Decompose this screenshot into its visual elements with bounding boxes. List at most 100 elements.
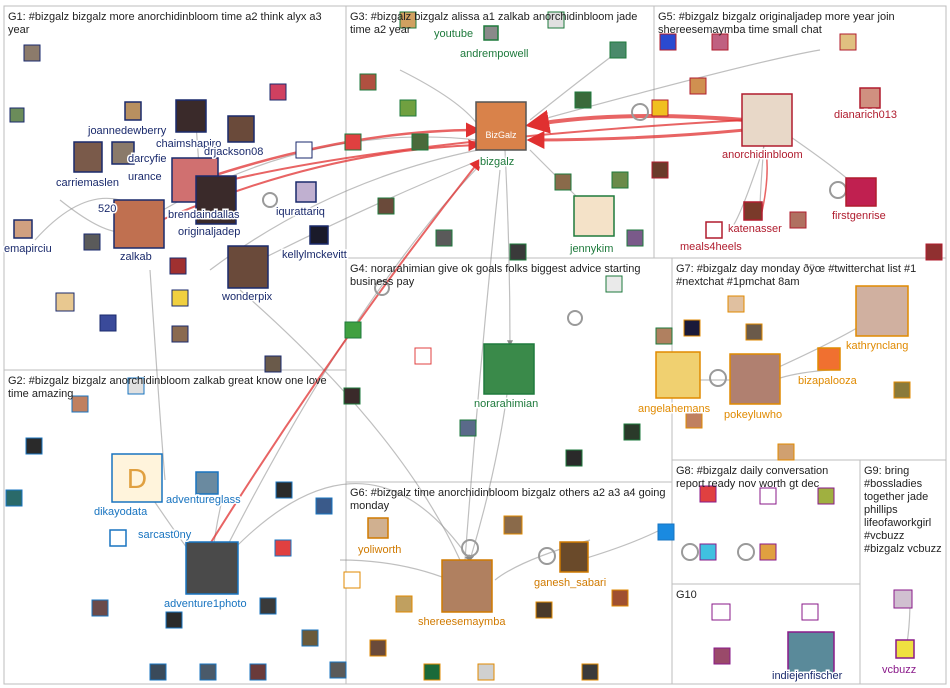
label-bizapalooza: bizapalooza xyxy=(798,375,858,387)
node-bizgalz[interactable] xyxy=(475,101,527,151)
label-drjackson08: drjackson08 xyxy=(204,146,263,158)
group-label-g1-text: G1: #bizgalz bizgalz more anorchidinbloo… xyxy=(8,11,322,23)
group-label-g9-line: #vcbuzz xyxy=(864,530,904,542)
red-edges xyxy=(149,110,772,561)
node-iqurattariq[interactable] xyxy=(295,181,317,203)
node-wonderpix[interactable] xyxy=(227,245,269,289)
label-meals4heels: meals4heels xyxy=(680,241,742,253)
group-label-g4: G4: norarahimian give ok goals folks big… xyxy=(350,263,644,288)
node-chaimshapiro[interactable] xyxy=(175,99,207,133)
group-label-g2-line: time amazing xyxy=(8,388,73,400)
group-label-g9-line: #bossladies xyxy=(864,478,923,490)
node-yoliworth[interactable] xyxy=(367,517,389,539)
group-label-g1-line: year xyxy=(8,24,30,36)
minor-nodes xyxy=(5,11,943,681)
node-angelahemans[interactable] xyxy=(655,351,701,399)
group-label-g10-text: G10 xyxy=(676,589,697,601)
node-darcyfie[interactable] xyxy=(111,141,135,165)
dikayodata-logo-icon: D xyxy=(127,463,147,494)
label-adventureglass: adventureglass xyxy=(166,494,241,506)
node-shereesemaymba[interactable] xyxy=(441,559,493,613)
node-zalkab[interactable] xyxy=(113,199,165,249)
label-jennykim: jennykim xyxy=(569,243,613,255)
label-pokeyluwho: pokeyluwho xyxy=(724,409,782,421)
named-nodes: BizGalz D xyxy=(13,25,915,675)
group-label-g10: G10 xyxy=(676,589,697,601)
group-labels: G1: #bizgalz bizgalz more anorchidinbloo… xyxy=(8,11,942,601)
group-label-g7-text: G7: #bizgalz day monday ðÿœ #twitterchat… xyxy=(676,263,916,275)
node-indiejenfischer[interactable] xyxy=(787,631,835,675)
label-sarcast0ny: sarcast0ny xyxy=(138,529,192,541)
group-label-g8: G8: #bizgalz daily conversation report r… xyxy=(676,465,831,490)
group-label-g9-line: lifeofaworkgirl xyxy=(864,517,931,529)
label-urance: urance xyxy=(128,171,162,183)
label-dianarich013: dianarich013 xyxy=(834,109,897,121)
node-firstgenrise[interactable] xyxy=(845,177,877,207)
self-loops xyxy=(262,103,847,565)
label-carriemaslen: carriemaslen xyxy=(56,177,119,189)
label-originaljadep: originaljadep xyxy=(178,226,240,238)
label-bizgalz: bizgalz xyxy=(480,156,514,168)
node-adventure1photo[interactable] xyxy=(185,541,239,595)
node-bizapalooza[interactable] xyxy=(817,347,841,371)
label-kellylmckevitt: kellylmckevitt xyxy=(282,249,347,261)
group-label-g6-line: monday xyxy=(350,500,390,512)
group-box-g9 xyxy=(859,459,947,685)
group-label-g4-text: G4: norarahimian give ok goals folks big… xyxy=(350,263,640,275)
node-dikayodata[interactable] xyxy=(111,453,163,503)
node-ganesh_sabari[interactable] xyxy=(559,541,589,573)
group-box-g6 xyxy=(345,481,673,685)
group-label-g5: G5: #bizgalz bizgalz originaljadep more … xyxy=(658,11,898,36)
label-andrempowell: andrempowell xyxy=(460,48,528,60)
label-youtube: youtube xyxy=(434,28,473,40)
node-vcbuzz[interactable] xyxy=(895,639,915,659)
label-indiejenfischer: indiejenfischer xyxy=(772,670,843,682)
group-label-g2-text: G2: #bizgalz bizgalz anorchidinbloom zal… xyxy=(8,375,327,387)
label-brendaindallas: brendaindallas xyxy=(168,209,240,221)
node-dianarich013[interactable] xyxy=(859,87,881,109)
group-label-g6: G6: #bizgalz time anorchidinbloom bizgal… xyxy=(350,487,669,512)
group-label-g2: G2: #bizgalz bizgalz anorchidinbloom zal… xyxy=(8,375,330,400)
label-ganesh_sabari: ganesh_sabari xyxy=(534,577,606,589)
node-kathrynclang[interactable] xyxy=(855,285,909,337)
group-boxes xyxy=(3,5,947,685)
label-kathrynclang: kathrynclang xyxy=(846,340,908,352)
node-originaljadep[interactable] xyxy=(195,175,237,225)
node-anorchidinbloom[interactable] xyxy=(741,93,793,147)
node-kellylmckevitt[interactable] xyxy=(309,225,329,245)
node-andrempowell[interactable] xyxy=(483,25,499,41)
group-label-g7: G7: #bizgalz day monday ðÿœ #twitterchat… xyxy=(676,263,919,288)
node-norarahimian[interactable] xyxy=(483,343,535,395)
group-label-g4-line: business pay xyxy=(350,276,415,288)
group-label-g9-line: phillips xyxy=(864,504,898,516)
node-joannedewberry[interactable] xyxy=(124,101,142,121)
label-dikayodata: dikayodata xyxy=(94,506,148,518)
node-katenasser[interactable] xyxy=(743,201,763,221)
label-adventure1photo: adventure1photo xyxy=(164,598,247,610)
group-label-g8-text: G8: #bizgalz daily conversation xyxy=(676,465,828,477)
label-iqurattariq: iqurattariq xyxy=(276,206,325,218)
group-label-g9-text: G9: bring xyxy=(864,465,909,477)
group-label-g7-line: #nextchat #1pmchat 8am xyxy=(676,276,800,288)
node-carriemaslen[interactable] xyxy=(73,141,103,173)
label-joannedewberry: joannedewberry xyxy=(87,125,167,137)
group-label-g5-text: G5: #bizgalz bizgalz originaljadep more … xyxy=(658,11,895,23)
node-sarcast0ny[interactable] xyxy=(109,529,127,547)
label-520: 520 xyxy=(98,203,116,215)
group-label-g3-text: G3: #bizgalz bizgalz alissa a1 zalkab an… xyxy=(350,11,637,23)
label-yoliworth: yoliworth xyxy=(358,544,401,556)
node-jennykim[interactable] xyxy=(573,195,615,237)
node-emapirciu[interactable] xyxy=(13,219,33,239)
label-katenasser: katenasser xyxy=(728,223,782,235)
group-label-g9-line: together jade xyxy=(864,491,928,503)
node-drjackson08[interactable] xyxy=(227,115,255,143)
label-shereesemaymba: shereesemaymba xyxy=(418,616,506,628)
node-pokeyluwho[interactable] xyxy=(729,353,781,405)
group-label-g9-line: #bizgalz vcbuzz xyxy=(864,543,942,555)
label-chaimshapiro: chaimshapiro xyxy=(156,138,221,150)
node-meals4heels[interactable] xyxy=(705,221,723,239)
node-adventureglass[interactable] xyxy=(195,471,219,495)
group-box-g10 xyxy=(671,583,861,685)
group-label-g8-line: report ready nov worth gt dec xyxy=(676,478,820,490)
